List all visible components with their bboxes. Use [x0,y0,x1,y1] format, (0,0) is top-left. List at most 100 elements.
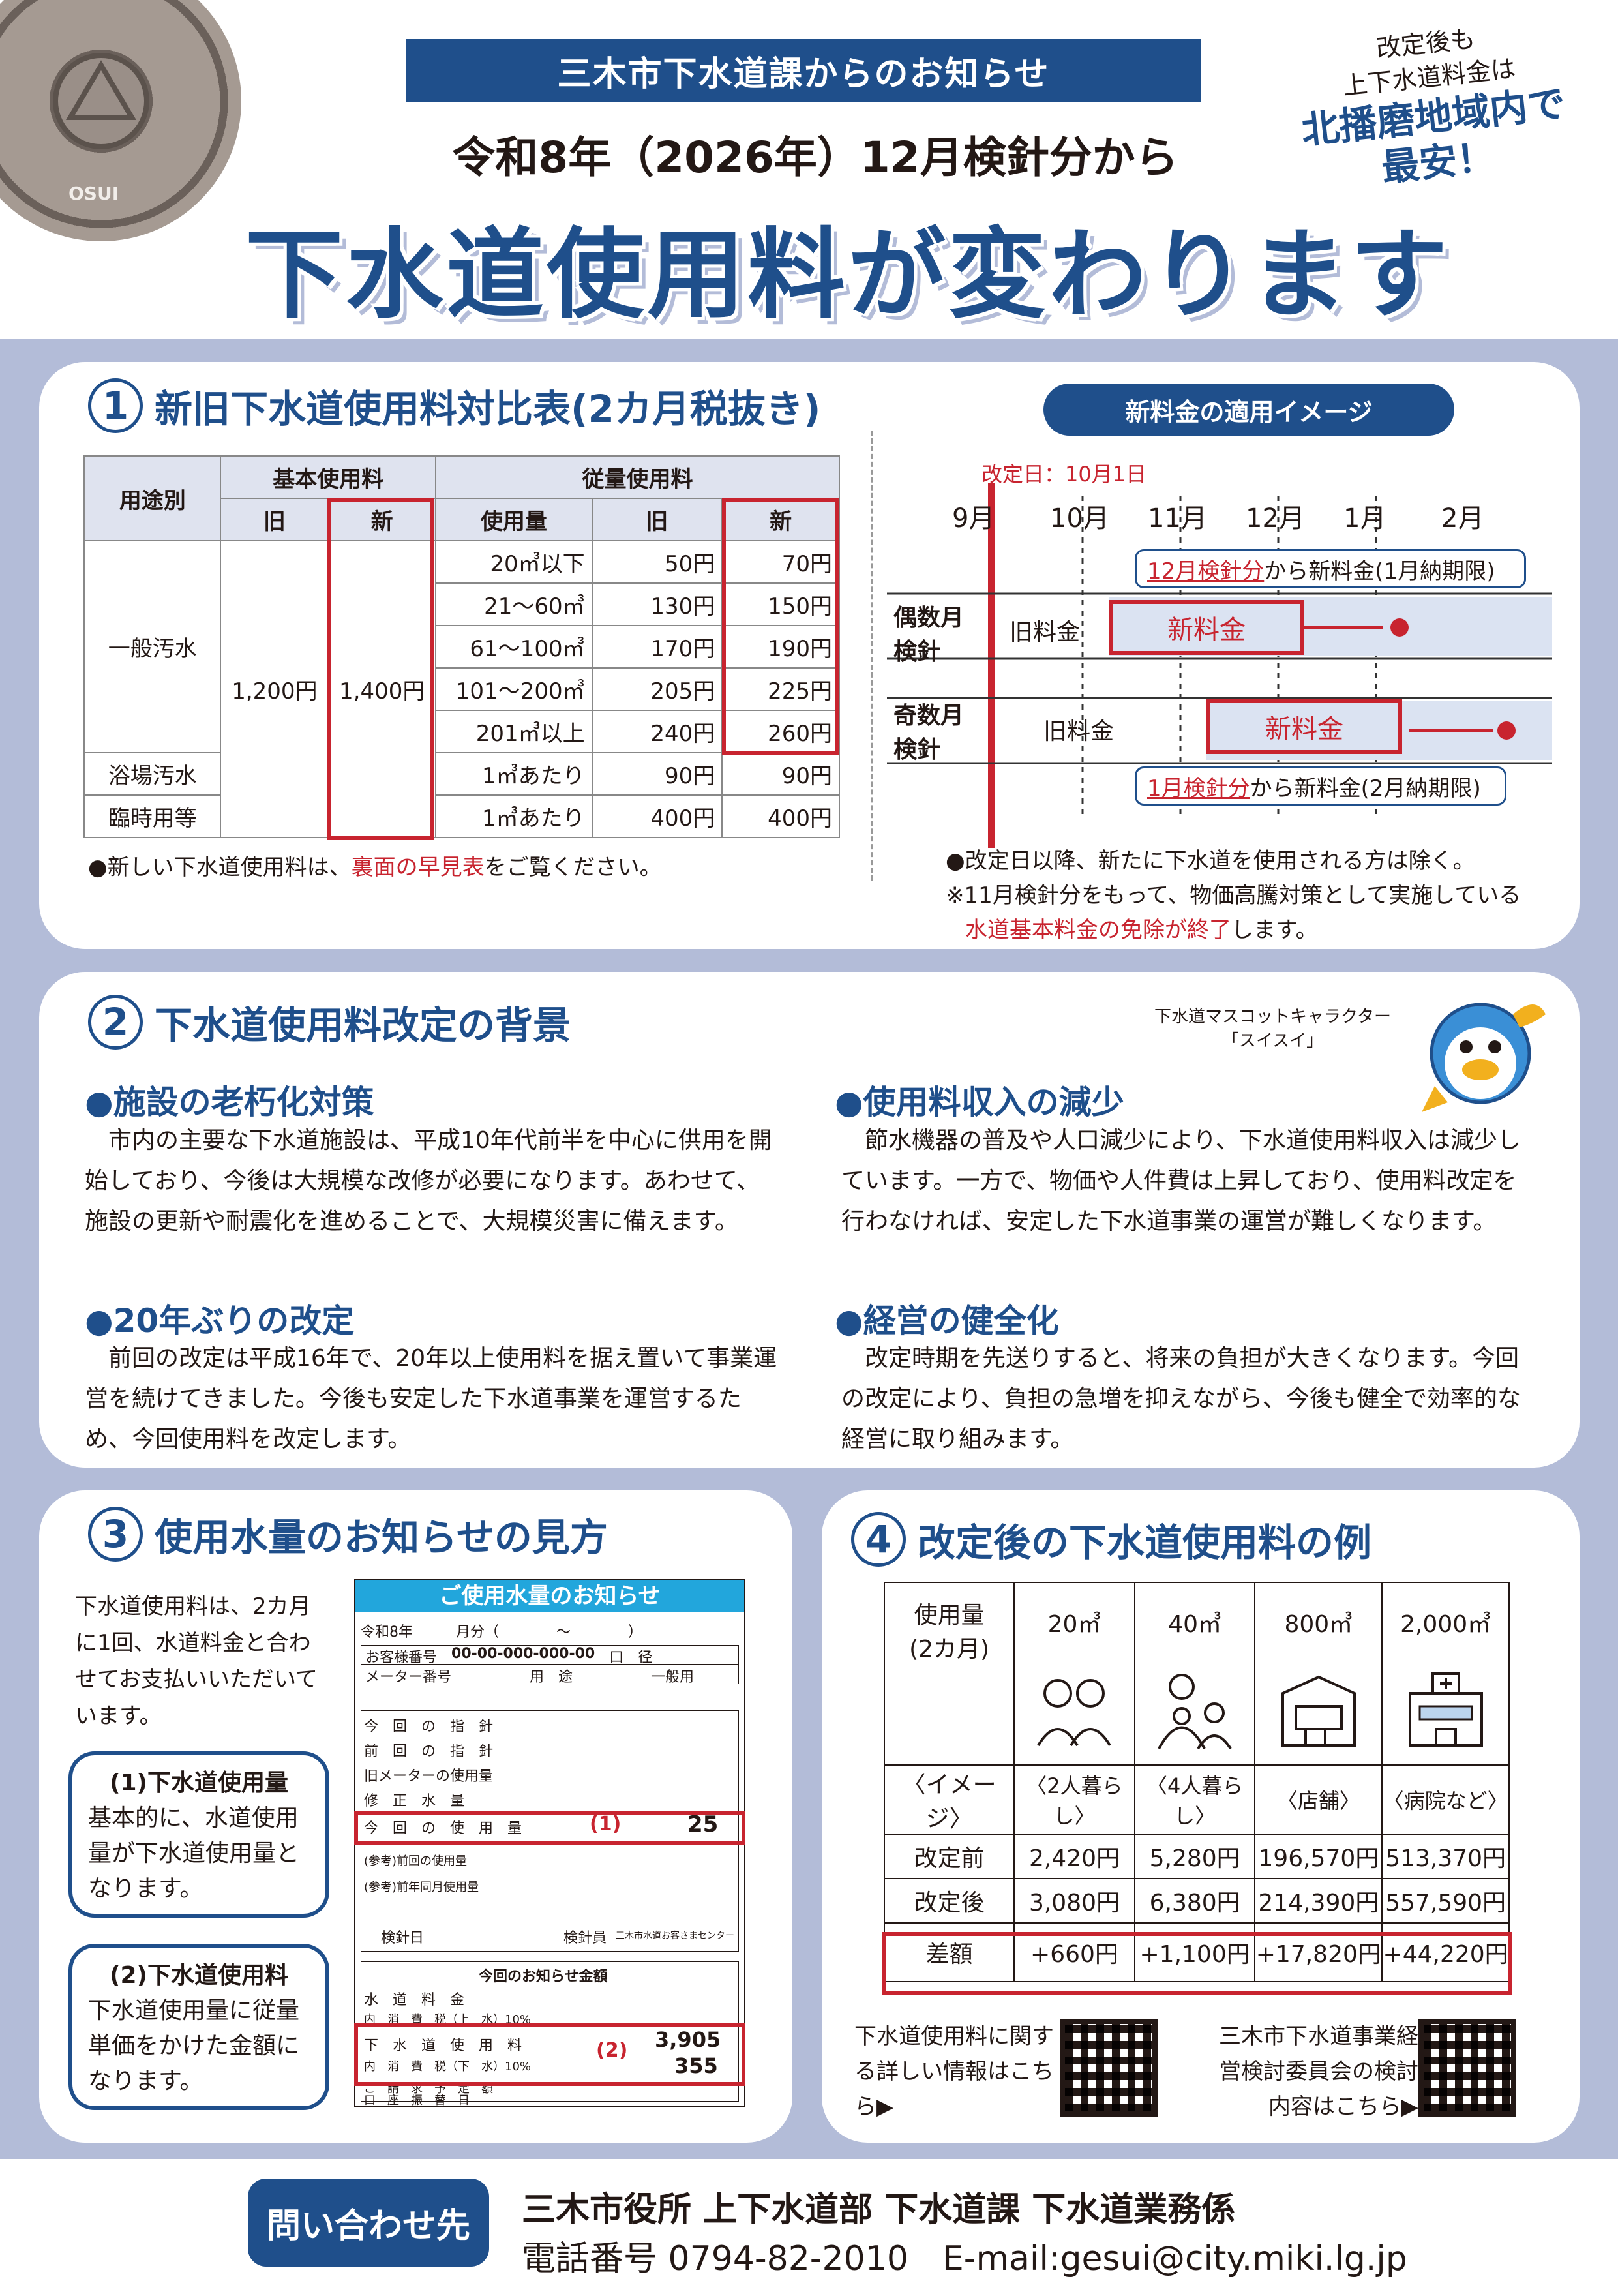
reading-row: 旧メーターの使用量 [364,1768,494,1785]
image-cell: 〈店舗〉 [1254,1764,1383,1835]
old-cell: 130円 [591,582,723,626]
col-new: 新 [327,498,437,541]
month-label: 1月 [1343,504,1386,534]
customer-no-label: お客様番号 [365,1650,438,1666]
contact-label: 問い合わせ先 [248,2179,489,2267]
new-cell: 150円 [721,582,840,626]
old-cell: 205円 [591,667,723,711]
fee-marker: (2) [596,2039,628,2062]
table-note: ●新しい下水道使用料は、裏面の早見表をご覧ください。 [88,849,662,881]
amount-row: 下 水 道 使 用 料 [364,2038,522,2054]
inspector: 検針員 [563,1930,607,1946]
month-label: 9月 [952,504,995,534]
col-new: 新 [721,498,840,541]
qr-code-details[interactable] [1060,2019,1158,2117]
after-cell: 214,390円 [1254,1878,1383,1924]
before-label: 改定前 [883,1834,1015,1879]
section3-intro: 下水道使用料は、2カ月に1回、水道料金と合わせてお支払いいただいています。 [75,1594,318,1729]
new-cell: 190円 [721,625,840,669]
month-label: 11月 [1148,504,1207,534]
vol-cell: 20㎥ [1013,1582,1135,1661]
range-cell: 201㎥以上 [435,710,593,753]
usage-box: (1)下水道使用量 基本的に、水道使用量が下水道使用量となります。 [68,1751,329,1918]
new-fee-odd: 新料金 [1206,699,1402,754]
section4-title: 4 改定後の下水道使用料の例 [851,1512,1371,1567]
section2-title: 2 下水道使用料改定の背景 [88,995,571,1050]
col-base: 基本使用料 [220,455,437,499]
cat-temporary: 臨時用等 [83,794,222,838]
new-cell: 90円 [721,752,840,796]
image-label: 〈イメージ〉 [883,1764,1015,1835]
box-heading: (1)下水道使用量 [110,1770,288,1796]
col-volume: 従量使用料 [435,455,840,499]
mascot-caption: 下水道マスコットキャラクター 「スイスイ」 [1154,1003,1391,1051]
range-cell: 101～200㎥ [435,667,593,711]
section-divider [871,430,873,881]
qr-code-committee[interactable] [1418,2019,1516,2117]
start-date-label: 改定日：10月1日 [981,462,1147,487]
tax-value: 355 [674,2053,718,2078]
fee-value: 3,905 [655,2027,721,2052]
section-number: 4 [851,1512,906,1567]
section2-panel [39,972,1580,1468]
new-cell: 70円 [721,540,840,584]
box-heading: (2)下水道使用料 [110,1962,288,1989]
month-label: 12月 [1246,504,1305,534]
new-base-highlight [327,498,434,840]
timeline-pill: 新料金の適用イメージ [1043,384,1454,436]
hospital-icon [1381,1661,1510,1766]
vol-cell: 800㎥ [1254,1582,1383,1661]
usage-highlight [354,1811,745,1845]
item-heading: ●経営の健全化 [835,1302,1059,1340]
odd-label: 奇数月 検針 [893,702,965,763]
amount-row: 水 道 料 金 [364,1992,465,2008]
reading-row: 前 回 の 指 針 [364,1744,494,1760]
effective-date: 令和8年（2026年）12月検針分から [452,132,1178,183]
section-number: 3 [88,1507,143,1562]
after-cell: 3,080円 [1013,1878,1135,1924]
new-cell: 400円 [721,794,840,838]
usage-value: 25 [687,1811,719,1837]
qr2-text: 三木市下水道事業経営検討委員会の検討内容はこちら▶ [1219,2023,1418,2120]
before-cell: 5,280円 [1133,1834,1256,1879]
new-volume-highlight [722,498,839,755]
before-cell: 196,570円 [1254,1834,1383,1879]
new-fee-even: 新料金 [1109,600,1304,655]
section-heading: 使用水量のお知らせの見方 [155,1515,608,1560]
section-number: 2 [88,995,143,1050]
range-cell: 21～60㎥ [435,582,593,626]
callout-text: から新料金(2月納期限) [1250,775,1481,802]
mascot-icon [1422,1003,1546,1112]
fee-comparison-table: 用途別 基本使用料 従量使用料 旧 新 使用量 旧 新 一般汚水 1,200円 … [83,455,840,838]
section-heading: 下水道使用料改定の背景 [155,1003,571,1048]
new-cell: 225円 [721,667,840,711]
range-cell: 61～100㎥ [435,625,593,669]
vol-cell: 40㎥ [1133,1582,1256,1661]
two-people-icon [1013,1661,1135,1766]
odd-callout: 1月検針分から新料金(2月納期限) [1135,766,1506,806]
item-heading: ●20年ぶりの改定 [85,1302,355,1340]
range-cell: 20㎥以下 [435,540,593,584]
before-cell: 2,420円 [1013,1834,1135,1879]
old-fee-even: 旧料金 [1010,619,1081,646]
old-cell: 50円 [591,540,723,584]
amount-row: 口 座 振 替 日 [364,2094,470,2107]
notice-banner: 三木市下水道課からのお知らせ [406,39,1201,102]
usage-header: 使用量 (2カ月) [883,1582,1015,1766]
col-use: 用途別 [83,455,222,541]
meter-row: メーター番号 用 途 一般用 [361,1665,739,1685]
contact-details: 電話番号 0794-82-2010 E-mail:gesui@city.miki… [522,2239,1407,2278]
amount-block: 今回のお知らせ金額 水 道 料 金 内 消 費 税（上 水）10% 下 水 道 … [361,1961,739,2107]
timeline-note: 水道基本料金の免除が終了します。 [965,912,1318,944]
vol-cell: 2,000㎥ [1381,1582,1510,1661]
usage-marker: (1) [590,1813,622,1835]
box-body: 下水道使用量に従量単価をかけた金額になります。 [88,1997,300,2094]
callout-red: 1月検針分 [1147,775,1250,802]
amount-title: 今回のお知らせ金額 [479,1969,608,1985]
inspect-date: 検針日 [381,1930,425,1946]
old-cell: 400円 [591,794,723,838]
old-fee-odd: 旧料金 [1043,718,1115,745]
use-label: 用 途 [530,1669,573,1685]
image-cell: 〈2人暮らし〉 [1013,1764,1135,1835]
office-name: 三木市役所 上下水道部 下水道課 下水道業務係 [522,2190,1236,2229]
